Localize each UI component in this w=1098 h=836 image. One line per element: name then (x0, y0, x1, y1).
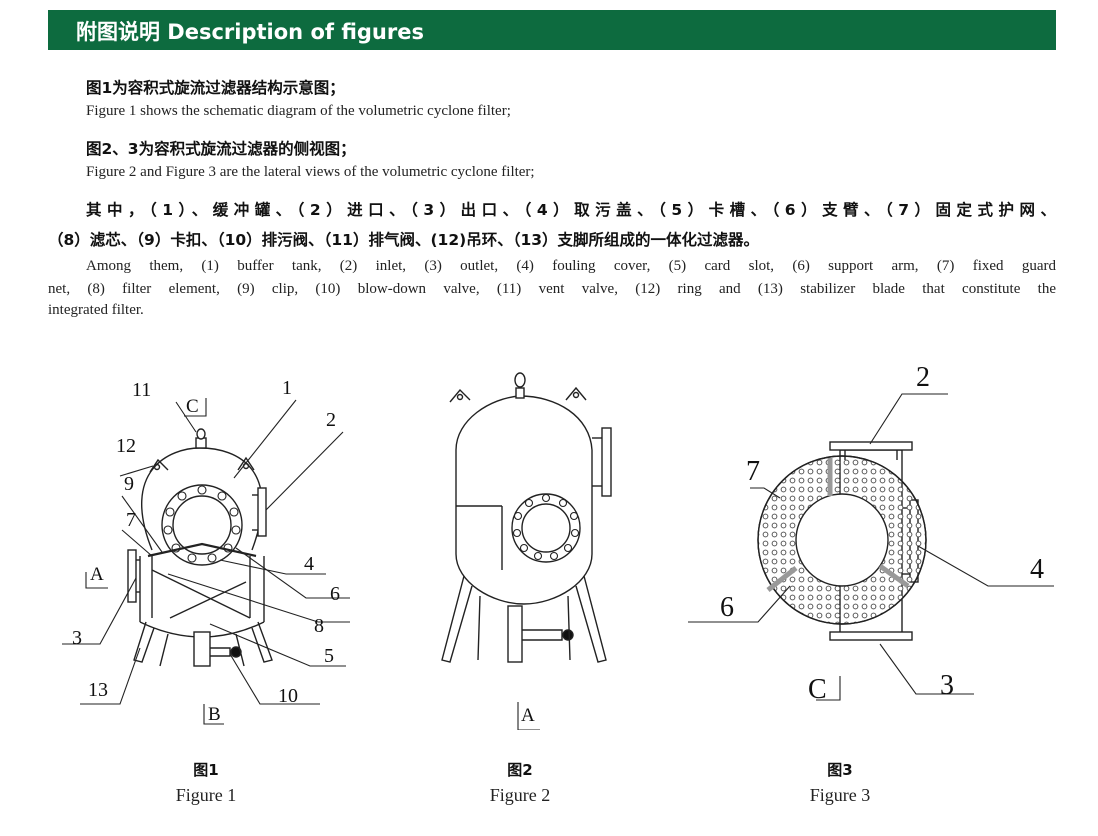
fig1-section-a: A (90, 564, 104, 585)
fig1-callout-13: 13 (88, 679, 108, 701)
parts-list-en-line1: Among them, (1) buffer tank, (2) inlet, … (86, 258, 1056, 274)
fig1-callout-8: 8 (314, 615, 324, 637)
fig1-description-zh: 图1为容积式旋流过滤器结构示意图； (86, 79, 345, 97)
figure-1-drawing (62, 398, 350, 725)
fig1-callout-6: 6 (330, 583, 340, 605)
fig1-callout-3: 3 (72, 627, 82, 649)
fig1-callout-4: 4 (304, 553, 314, 575)
figure-1-caption-zh: 图1 (193, 761, 219, 779)
fig1-callout-2: 2 (326, 409, 336, 431)
fig1-callout-9: 9 (124, 473, 134, 495)
fig3-callout-6: 6 (720, 592, 734, 623)
fig3-callout-7: 7 (746, 456, 760, 487)
figure-2-drawing (441, 372, 612, 730)
fig23-description-en: Figure 2 and Figure 3 are the lateral vi… (86, 164, 535, 180)
fig1-section-b: B (208, 704, 221, 725)
figure-3-drawing (688, 393, 1054, 701)
fig23-description-zh: 图2、3为容积式旋流过滤器的侧视图； (86, 140, 356, 158)
fig3-callout-4: 4 (1030, 554, 1044, 585)
parts-list-zh-line2: （8）滤芯、（9）卡扣、（10）排污阀、（11）排气阀、(12)吊环、（13）支… (48, 231, 760, 249)
parts-list-en-line3: integrated filter. (48, 302, 144, 318)
fig1-callout-7: 7 (126, 509, 136, 531)
header-title: 附图说明 Description of figures (76, 20, 424, 44)
fig3-callout-3: 3 (940, 670, 954, 701)
fig2-section-a: A (521, 705, 535, 726)
figure-2-caption-zh: 图2 (507, 761, 533, 779)
figure-2: A 图2 Figure 2 (420, 360, 650, 810)
fig1-callout-11: 11 (132, 379, 152, 401)
fig1-section-c: C (186, 396, 199, 417)
fig3-callout-2: 2 (916, 362, 930, 393)
figure-1: 11 1 2 12 9 7 4 6 8 5 10 3 13 A B C 图1 F… (60, 360, 370, 810)
fig1-callout-12: 12 (116, 435, 136, 457)
figure-3-caption-zh: 图3 (827, 761, 853, 779)
fig1-description-en: Figure 1 shows the schematic diagram of … (86, 103, 511, 119)
header-bar: 附图说明 Description of figures (48, 10, 1056, 50)
figure-2-caption-en: Figure 2 (489, 785, 551, 805)
parts-list-zh-line1: 其中，（1）、缓冲罐、（2）进口、（3）出口、（4）取污盖、（5）卡槽、（6）支… (86, 201, 1056, 219)
figure-3-caption-en: Figure 3 (809, 785, 871, 805)
figure-3: 2 3 4 7 6 C 图3 Figure 3 (680, 350, 1080, 810)
fig3-section-c: C (808, 674, 827, 705)
parts-list-en-line2: net, (8) filter element, (9) clip, (10) … (48, 281, 1056, 297)
fig1-callout-5: 5 (324, 645, 334, 667)
figure-1-caption-en: Figure 1 (175, 785, 237, 805)
fig1-callout-10: 10 (278, 685, 298, 707)
fig1-callout-1: 1 (282, 377, 292, 399)
